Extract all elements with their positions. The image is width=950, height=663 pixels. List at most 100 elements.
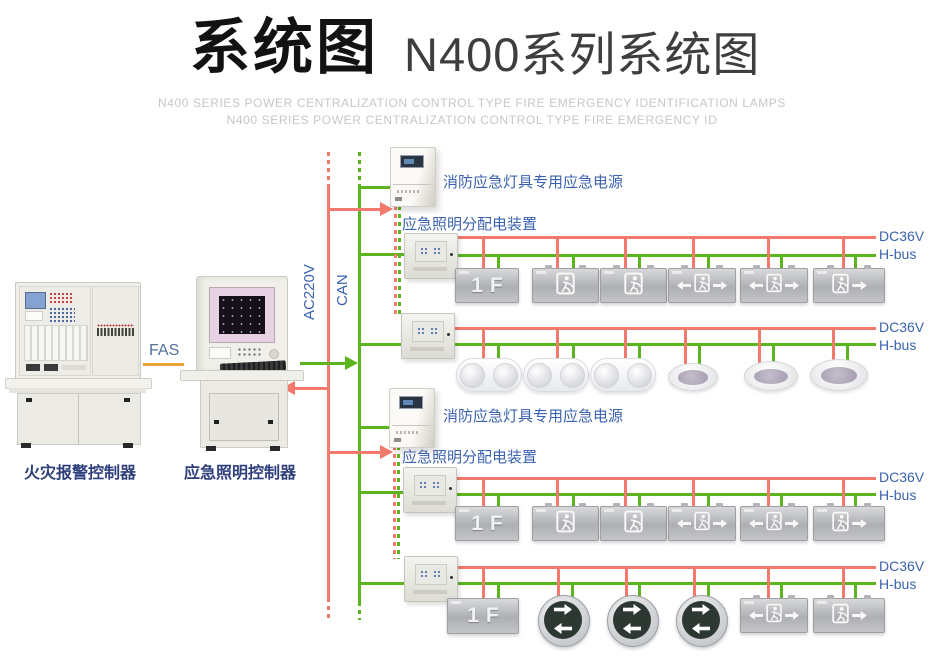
twin-spot-lamp bbox=[590, 358, 656, 392]
dbx-label-strip bbox=[412, 501, 446, 505]
can-stub-dist2 bbox=[360, 343, 402, 346]
alarm-keypad bbox=[49, 307, 75, 322]
comm-drop bbox=[707, 582, 710, 599]
controller-ac-line bbox=[294, 387, 330, 390]
hbus-row4 bbox=[456, 582, 876, 585]
emergency-power-supply-1 bbox=[390, 147, 436, 207]
dbx-panel bbox=[415, 564, 447, 585]
fas-line bbox=[143, 363, 184, 366]
power-drop bbox=[842, 236, 845, 269]
dc36v-label-row1: DC36V bbox=[879, 228, 925, 244]
ac220v-line-dashed-top bbox=[327, 152, 330, 186]
dc36v-bus-row2 bbox=[453, 327, 876, 330]
distribution-label-2: 应急照明分配电装置 bbox=[402, 449, 538, 466]
floor-sign-1f: 1F bbox=[447, 598, 519, 634]
right-arrow-icon bbox=[785, 607, 799, 625]
printer-slot bbox=[25, 311, 43, 321]
power-drop bbox=[482, 236, 485, 269]
running-man-icon bbox=[624, 272, 643, 300]
power-drop bbox=[556, 327, 559, 360]
right-arrow-icon bbox=[689, 602, 713, 620]
power-drop bbox=[767, 236, 770, 269]
running-man-icon bbox=[831, 511, 849, 537]
kiosk-door bbox=[209, 393, 279, 441]
can-label: CAN bbox=[334, 274, 351, 306]
exit-sign-man bbox=[600, 265, 667, 303]
hbus-label-row1: H-bus bbox=[879, 246, 917, 262]
dbx-label-strip bbox=[413, 267, 447, 271]
comm-drop bbox=[638, 493, 641, 508]
running-man-icon bbox=[694, 273, 710, 298]
cabinet-foot bbox=[21, 443, 31, 448]
module-slots bbox=[24, 325, 88, 361]
ac-feed-arrow-1-icon bbox=[380, 202, 393, 216]
can-stub-psu2 bbox=[360, 426, 390, 429]
floor-sign-text: 1F bbox=[471, 273, 510, 297]
right-arrow-icon bbox=[851, 277, 867, 295]
distribution-box-1 bbox=[404, 233, 458, 279]
power-drop bbox=[692, 477, 695, 508]
round-sign-face bbox=[682, 601, 720, 639]
cabinet-door-divider bbox=[78, 394, 79, 444]
psu-display bbox=[399, 396, 423, 409]
subtitle: N400 SERIES POWER CENTRALIZATION CONTROL… bbox=[142, 95, 802, 129]
comm-drop bbox=[846, 343, 849, 361]
twin-spot-lamp bbox=[523, 358, 589, 392]
distribution-box-2 bbox=[401, 313, 455, 359]
exit-sign-right-arrow bbox=[813, 265, 885, 303]
round-direction-light bbox=[538, 595, 590, 647]
ac220v-line-dashed-bottom bbox=[327, 598, 330, 618]
switch-row bbox=[97, 328, 134, 336]
power-drop bbox=[767, 477, 770, 508]
downlight bbox=[668, 363, 718, 391]
running-man-icon bbox=[831, 603, 849, 629]
running-man-icon bbox=[831, 273, 849, 299]
psu-vent bbox=[396, 431, 420, 434]
controller-can-arrow-icon bbox=[345, 356, 358, 370]
psu-seam bbox=[392, 425, 430, 426]
dc36v-label-row3: DC36V bbox=[879, 469, 925, 485]
switch-leds bbox=[97, 324, 134, 327]
comm-drop bbox=[854, 582, 857, 599]
subtitle-line2: N400 SERIES POWER CENTRALIZATION CONTROL… bbox=[226, 113, 718, 127]
comm-drop bbox=[772, 343, 775, 363]
right-arrow-icon bbox=[713, 277, 727, 295]
twin-spot-lamp bbox=[456, 358, 522, 392]
exit-sign-man bbox=[600, 503, 667, 541]
round-direction-light bbox=[607, 595, 659, 647]
floor-sign-text: 1F bbox=[467, 604, 506, 627]
right-arrow-icon bbox=[785, 515, 799, 533]
comm-drop bbox=[698, 343, 701, 365]
running-man-icon bbox=[766, 603, 782, 628]
dbx-panel bbox=[415, 241, 447, 262]
power-drop bbox=[624, 477, 627, 508]
kiosk-foot bbox=[206, 446, 216, 451]
kiosk-head bbox=[196, 276, 288, 372]
mini-display bbox=[26, 364, 40, 371]
comm-drop bbox=[497, 254, 500, 269]
hbus-row2 bbox=[453, 343, 876, 346]
psu-seam bbox=[393, 184, 431, 185]
right-arrow-icon bbox=[620, 602, 644, 620]
exit-sign-man bbox=[532, 265, 599, 303]
kiosk-base bbox=[200, 380, 288, 448]
power-supply-label-1: 消防应急灯具专用应急电源 bbox=[443, 174, 624, 191]
exit-sign-double-arrow bbox=[740, 503, 808, 541]
comm-drop bbox=[854, 254, 857, 269]
hbus-label-row4: H-bus bbox=[879, 576, 917, 592]
feeder-dashed-green-2 bbox=[397, 446, 400, 559]
floor-sign-text: 1F bbox=[471, 511, 510, 535]
fire-alarm-controller bbox=[5, 278, 152, 450]
ac-feed-line-1 bbox=[330, 208, 380, 211]
round-sign-face bbox=[613, 601, 651, 639]
floor-sign-1f: 1F bbox=[455, 268, 519, 303]
comm-drop bbox=[497, 582, 500, 599]
psu-button bbox=[394, 438, 401, 442]
kiosk-buttons bbox=[237, 347, 263, 358]
power-supply-label-2: 消防应急灯具专用应急电源 bbox=[443, 408, 624, 425]
feeder-dashed-green-1 bbox=[398, 206, 401, 316]
downlight bbox=[810, 359, 868, 391]
left-arrow-icon bbox=[749, 607, 763, 625]
console-desk-lip bbox=[9, 388, 146, 393]
psu-vent bbox=[397, 190, 421, 193]
